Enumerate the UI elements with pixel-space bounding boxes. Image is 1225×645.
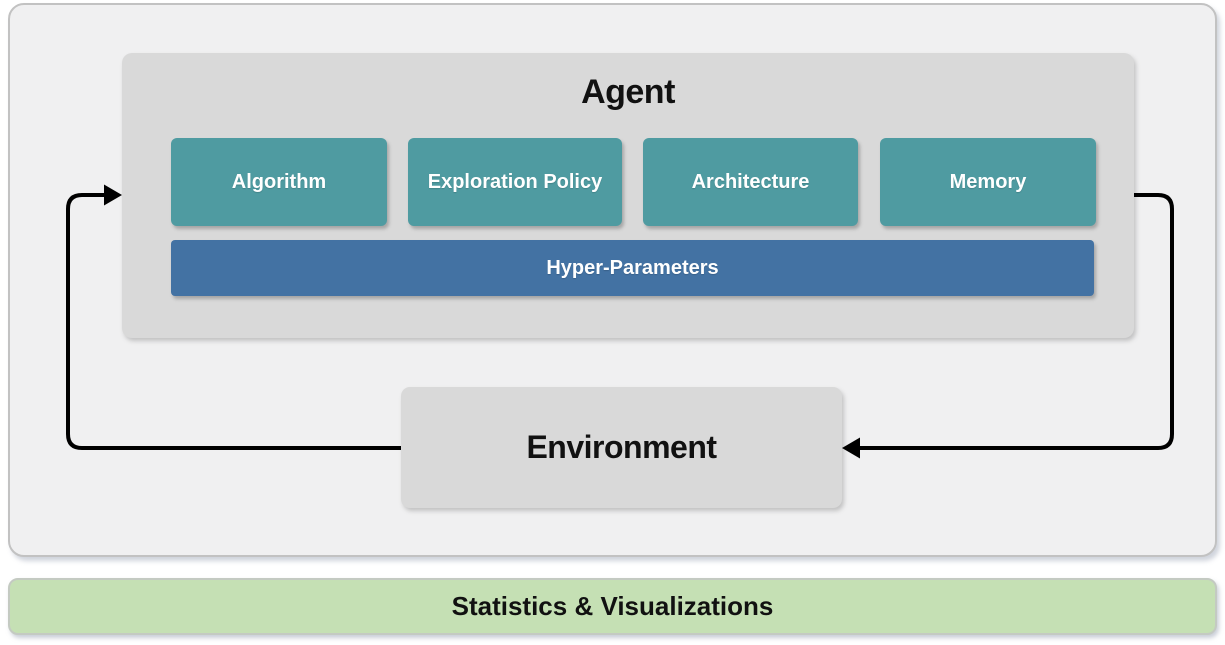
module-box-architecture: Architecture (643, 138, 858, 226)
agent-box: Agent Algorithm Exploration Policy Archi… (122, 53, 1134, 338)
module-label-algorithm: Algorithm (231, 170, 327, 193)
stats-visualizations-label: Statistics & Visualizations (451, 591, 774, 621)
agent-title: Agent (581, 73, 675, 111)
module-label-architecture: Architecture (691, 170, 810, 193)
hyper-parameters-bar: Hyper-Parameters (171, 240, 1094, 296)
module-box-memory: Memory (880, 138, 1096, 226)
module-box-algorithm: Algorithm (171, 138, 387, 226)
module-label-exploration-policy: Exploration Policy (427, 170, 603, 193)
hyper-parameters-label: Hyper-Parameters (546, 256, 719, 279)
module-label-memory: Memory (949, 170, 1027, 193)
stats-visualizations-bar: Statistics & Visualizations (8, 578, 1217, 635)
environment-box: Environment (401, 387, 842, 508)
environment-title: Environment (526, 429, 717, 465)
module-box-exploration-policy: Exploration Policy (408, 138, 622, 226)
